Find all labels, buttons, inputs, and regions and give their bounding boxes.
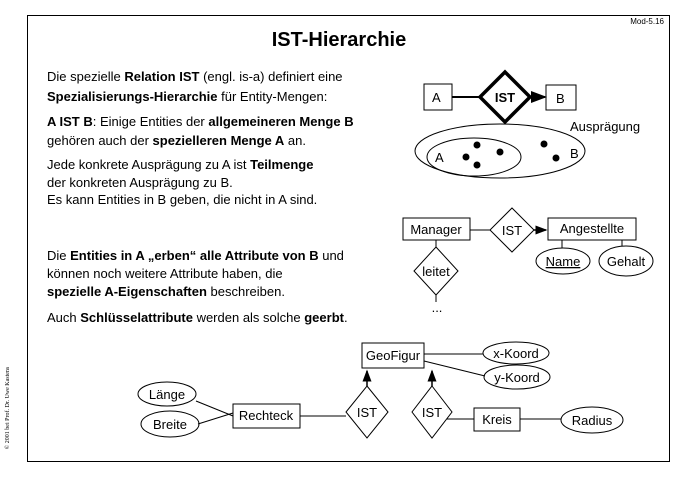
instance-label: Ausprägung	[570, 119, 640, 134]
body-text-line: können noch weitere Attribute haben, die	[47, 266, 283, 282]
text-segment: Auch	[47, 310, 81, 325]
body-text-line: gehören auch der spezielleren Menge A an…	[47, 133, 306, 149]
laenge-ellipse	[137, 381, 197, 407]
radius-ellipse	[560, 406, 624, 434]
gehalt-attr-label: Gehalt	[607, 254, 646, 269]
instance-dots	[462, 140, 560, 169]
text-segment: werden als solche	[192, 310, 305, 325]
ist-diamond	[489, 207, 535, 253]
geofigur-label: GeoFigur	[366, 348, 421, 363]
slide-title: IST-Hierarchie	[271, 29, 407, 51]
entity-b-label: B	[556, 91, 565, 106]
entity-a-label: A	[432, 90, 441, 105]
slide-frame	[27, 15, 670, 462]
ist-label-1: IST	[357, 405, 377, 420]
body-text-line: Auch Schlüsselattribute werden als solch…	[47, 310, 348, 326]
set-b-label: B	[570, 146, 579, 161]
set-a-ellipse	[426, 137, 522, 177]
emphasized-text: A IST B	[47, 114, 93, 129]
emphasized-text: Schlüsselattribute	[80, 310, 193, 325]
text-segment: für Entity-Mengen:	[217, 89, 328, 104]
text-segment: an.	[284, 133, 306, 148]
emphasized-text: Entities in A „erben“ alle Attribute von…	[70, 248, 319, 263]
emphasized-text: Teilmenge	[250, 157, 314, 172]
angestellte-box	[547, 217, 637, 241]
kreis-label: Kreis	[482, 412, 512, 427]
text-segment: (engl. is-a) definiert eine	[199, 69, 343, 84]
ellipsis: ...	[432, 300, 443, 315]
emphasized-text: Spezialisierungs-Hierarchie	[47, 89, 218, 104]
body-text-line: Spezialisierungs-Hierarchie für Entity-M…	[47, 89, 327, 105]
text-segment: .	[343, 310, 348, 325]
name-attr-ellipse	[535, 247, 591, 275]
rechteck-label: Rechteck	[239, 408, 294, 423]
radius-label: Radius	[572, 413, 613, 428]
text-segment: gehören auch der	[47, 133, 153, 148]
body-text-line: spezielle A-Eigenschaften beschreiben.	[47, 284, 285, 300]
body-text-line: Es kann Entities in B geben, die nicht i…	[47, 192, 317, 208]
text-segment: Die spezielle	[47, 69, 125, 84]
y-koord-label: y-Koord	[494, 370, 540, 385]
y-koord-ellipse	[483, 364, 551, 390]
leitet-label: leitet	[422, 264, 450, 279]
body-text-line: der konkreten Ausprägung zu B.	[47, 175, 233, 191]
x-koord-ellipse	[482, 341, 550, 365]
relation-ist-diamond	[477, 69, 533, 125]
text-segment: Jede konkrete Ausprägung zu A ist	[47, 157, 251, 172]
text-segment: : Einige Entities der	[92, 114, 209, 129]
set-b-ellipse	[414, 123, 586, 179]
body-text-line: Die Entities in A „erben“ alle Attribute…	[47, 248, 344, 264]
gehalt-attr-ellipse	[598, 245, 654, 277]
diagram-geo	[137, 341, 624, 439]
set-a-label: A	[435, 150, 444, 165]
angestellte-label: Angestellte	[560, 221, 624, 236]
emphasized-text: Relation IST	[124, 69, 200, 84]
emphasized-text: spezielle A-Eigenschaften	[47, 284, 207, 299]
emphasized-text: allgemeineren Menge B	[208, 114, 354, 129]
body-text-line: A IST B: Einige Entities der allgemeiner…	[47, 114, 354, 130]
laenge-label: Länge	[149, 387, 185, 402]
emphasized-text: geerbt	[304, 310, 344, 325]
geofigur-box	[361, 342, 425, 369]
body-text-line: Jede konkrete Ausprägung zu A ist Teilme…	[47, 157, 313, 173]
text-segment: und	[318, 248, 344, 263]
text-segment: können noch weitere Attribute haben, die	[47, 266, 283, 281]
x-koord-label: x-Koord	[493, 346, 539, 361]
entity-b-box	[545, 84, 577, 111]
text-segment: beschreiben.	[206, 284, 285, 299]
diagram-abstract	[414, 69, 586, 179]
relation-ist-label: IST	[495, 90, 515, 105]
slide-number: Mod-5.16	[630, 17, 664, 26]
manager-label: Manager	[410, 222, 462, 237]
ist-diamond-2	[411, 385, 453, 439]
breite-label: Breite	[153, 417, 187, 432]
text-segment: Die	[47, 248, 71, 263]
text-segment: Es kann Entities in B geben, die nicht i…	[47, 192, 318, 207]
ist-label: IST	[502, 223, 522, 238]
diagram-manager	[402, 207, 654, 302]
ist-label-2: IST	[422, 405, 442, 420]
emphasized-text: spezielleren Menge A	[152, 133, 285, 148]
ist-diamond-1	[345, 385, 389, 439]
body-text-line: Die spezielle Relation IST (engl. is-a) …	[47, 69, 343, 85]
name-attr-label: Name	[546, 254, 581, 269]
text-segment: der konkreten Ausprägung zu B.	[47, 175, 233, 190]
